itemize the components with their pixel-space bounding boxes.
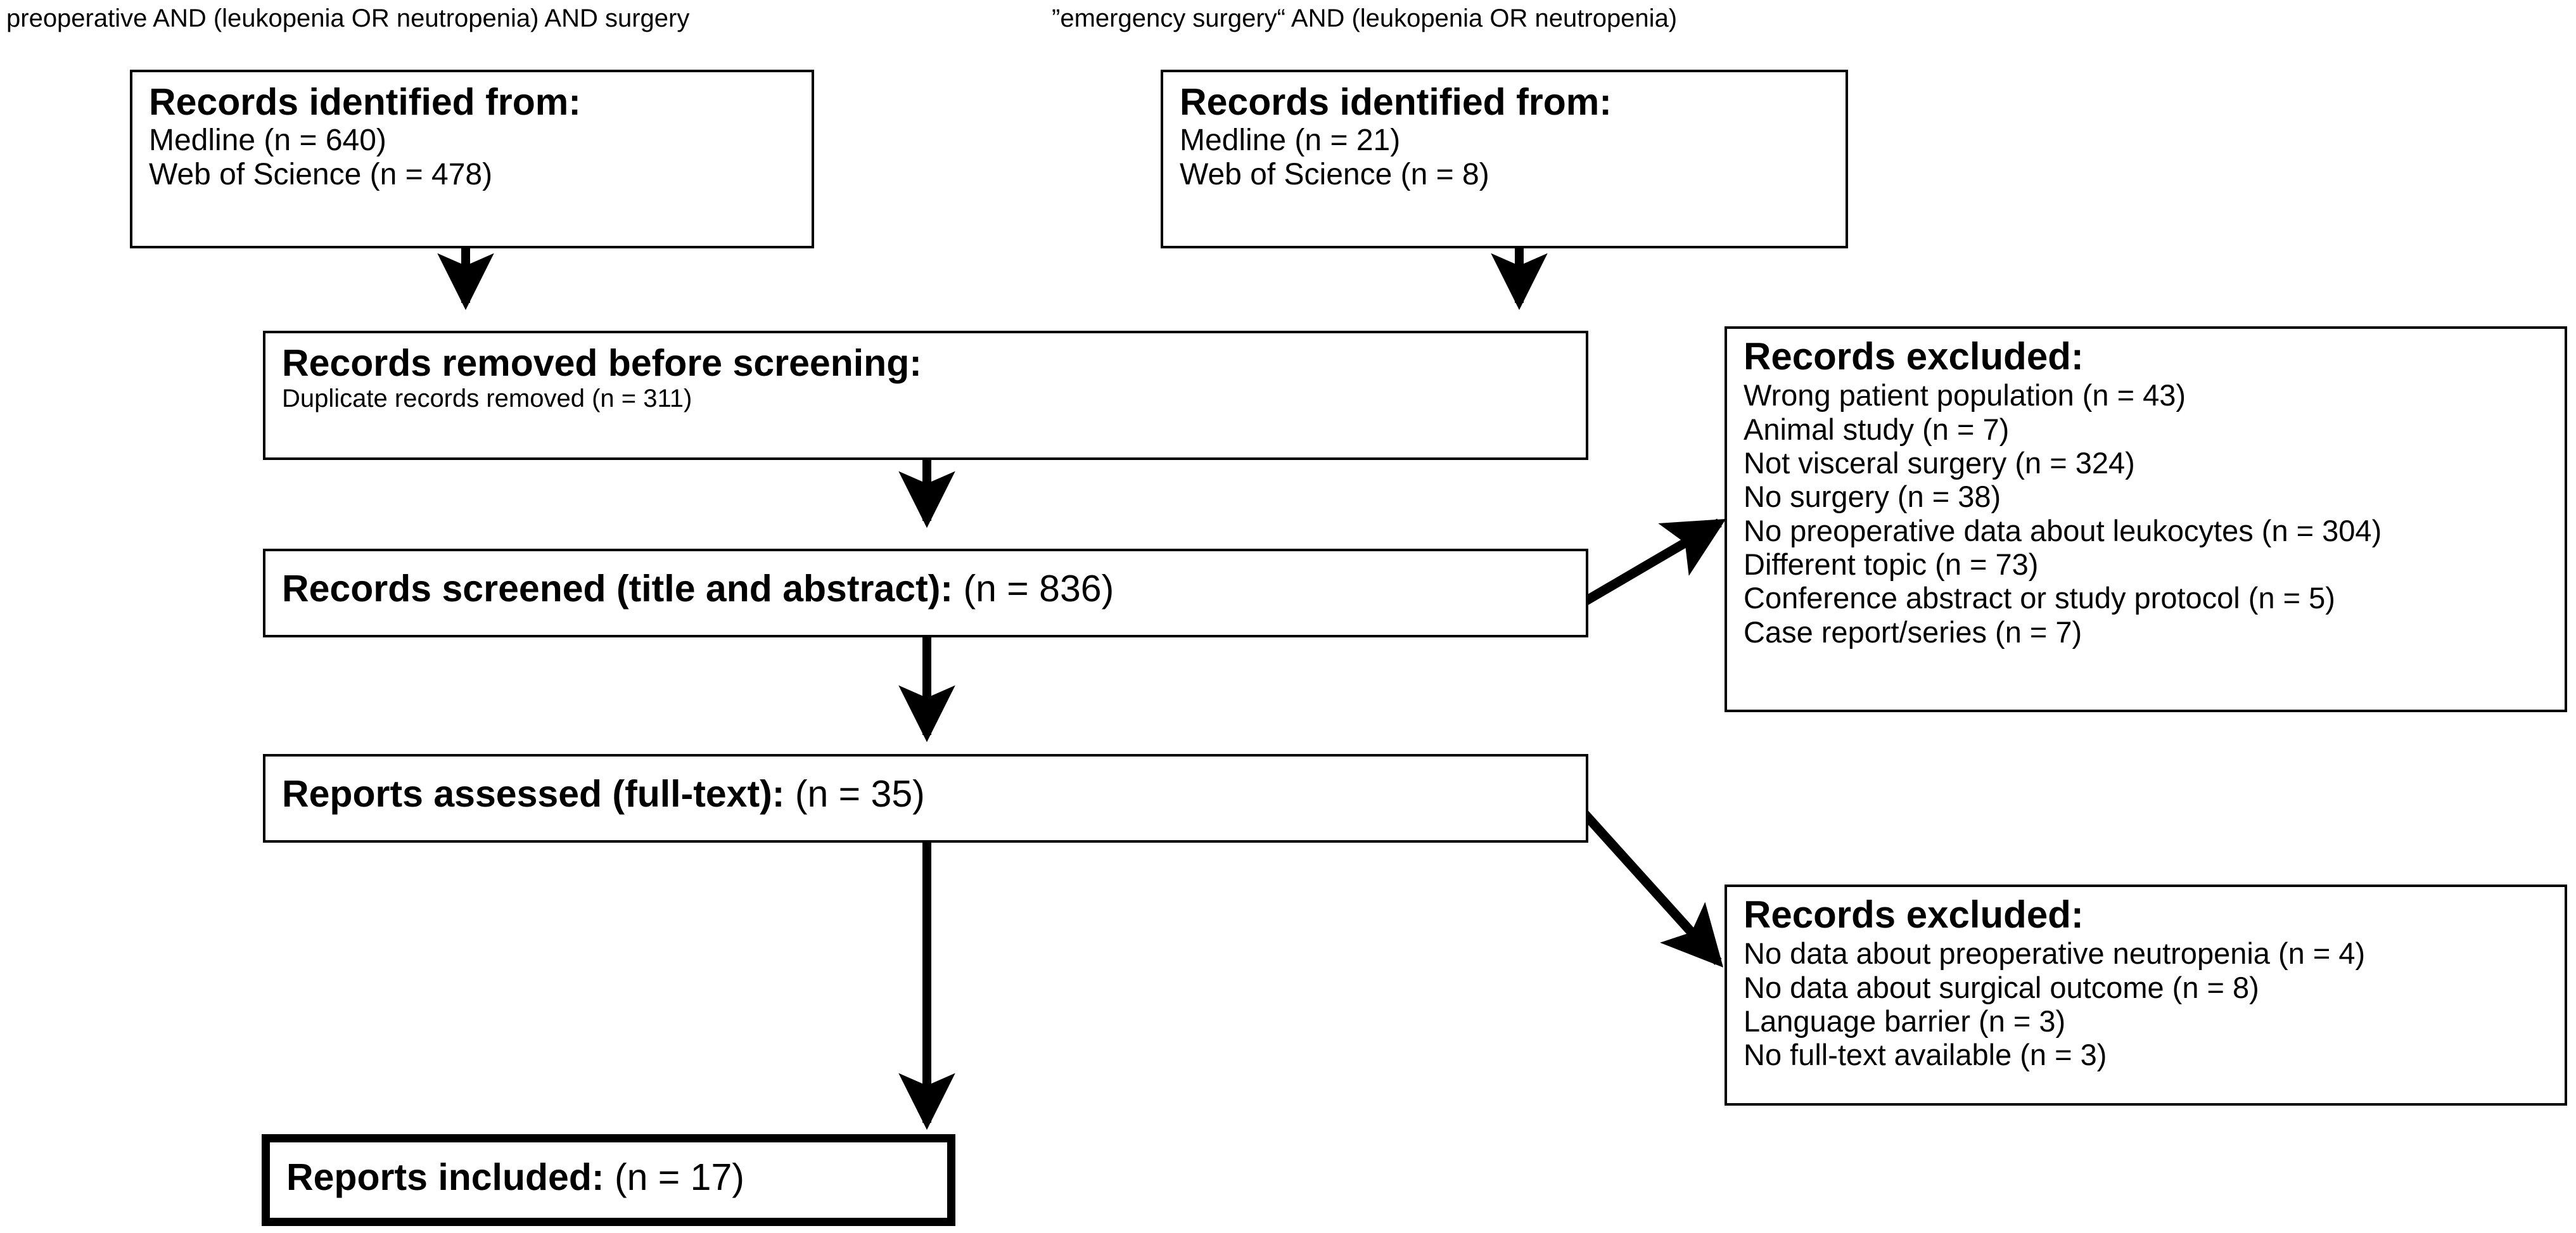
box-records-removed-before-screening: Records removed before screening: Duplic… [263,331,1588,460]
box-line: Web of Science (n = 478) [149,158,493,191]
box-line: Not visceral surgery (n = 324) [1744,446,2135,480]
box-reports-assessed: Reports assessed (full-text): (n = 35) [263,754,1588,843]
box-records-excluded-screening: Records excluded: Wrong patient populati… [1725,326,2567,712]
box-line: No data about surgical outcome (n = 8) [1744,970,2259,1004]
box-reports-included: Reports included: (n = 17) [262,1134,955,1226]
box-records-identified-left: Records identified from: Medline (n = 64… [130,70,814,248]
box-line: Medline (n = 640) [149,124,386,158]
box-title: Records screened (title and abstract): (… [282,568,1572,610]
box-records-excluded-fulltext: Records excluded: No data about preopera… [1725,885,2567,1106]
box-title-text: Records screened (title and abstract): [282,568,953,610]
box-count: (n = 35) [794,773,925,815]
arrow-screened-to-excluded-screening [1575,518,1726,610]
box-line: Different topic (n = 73) [1744,547,2039,582]
box-title: Records identified from: [1180,81,1612,123]
box-line: No full-text available (n = 3) [1744,1038,2107,1072]
box-line: Conference abstract or study protocol (n… [1744,581,2335,615]
box-line: Duplicate records removed (n = 311) [282,385,692,413]
box-records-screened: Records screened (title and abstract): (… [263,549,1588,637]
box-line: Wrong patient population (n = 43) [1744,378,2186,412]
box-line: Web of Science (n = 8) [1180,158,1489,191]
box-line: No preoperative data about leukocytes (n… [1744,513,2382,547]
box-line: Medline (n = 21) [1180,124,1401,158]
box-title: Records removed before screening: [282,342,922,384]
search-query-right: ”emergency surgery“ AND (leukopenia OR n… [1052,4,1678,32]
box-title: Reports included: (n = 17) [286,1156,933,1199]
box-line: Case report/series (n = 7) [1744,615,2082,649]
search-query-left: preoperative AND (leukopenia OR neutrope… [6,4,690,32]
box-count: (n = 836) [963,568,1114,610]
box-title: Records identified from: [149,81,581,123]
box-line: No data about preoperative neutropenia (… [1744,936,2366,971]
box-title: Records excluded: [1744,893,2084,936]
box-title-text: Reports assessed (full-text): [282,773,785,815]
box-title: Reports assessed (full-text): (n = 35) [282,773,1572,815]
box-count: (n = 17) [614,1156,744,1198]
box-records-identified-right: Records identified from: Medline (n = 21… [1161,70,1848,248]
box-title-text: Reports included: [286,1156,604,1198]
arrow-assessed-to-excluded-fulltext [1574,802,1724,968]
box-line: Language barrier (n = 3) [1744,1004,2066,1038]
box-line: Animal study (n = 7) [1744,412,2010,446]
box-title: Records excluded: [1744,335,2084,378]
box-line: No surgery (n = 38) [1744,480,2001,514]
